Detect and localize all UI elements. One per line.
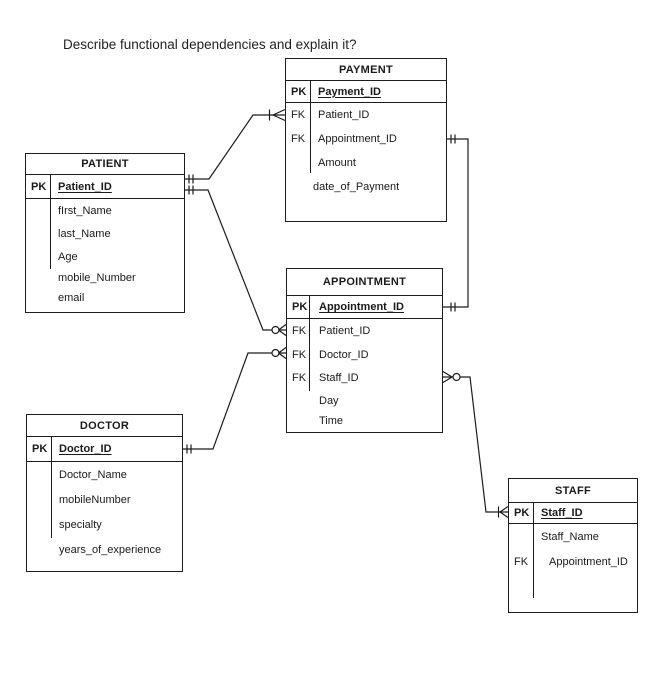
table-title: PATIENT xyxy=(26,154,184,175)
table-title: DOCTOR xyxy=(27,415,182,437)
fk-label: FK xyxy=(514,556,529,568)
field-name: Staff_ID xyxy=(319,372,359,384)
field-name: email xyxy=(58,292,85,304)
field-row: Doctor_Name xyxy=(27,462,182,487)
entity-table-appointment[interactable]: APPOINTMENT PK Appointment_ID FK Patient… xyxy=(286,268,443,433)
field-row: specialty xyxy=(27,512,182,537)
field-name: Amount xyxy=(318,157,356,169)
field-name: date_of_Payment xyxy=(313,181,400,193)
one-and-only-one-marker xyxy=(450,302,456,312)
pk-field-name: Payment_ID xyxy=(318,85,381,98)
field-row: FK Patient_ID xyxy=(287,319,442,343)
pk-row: PK Staff_ID xyxy=(509,503,637,524)
field-name: Doctor_ID xyxy=(319,348,369,361)
field-row: FK Doctor_ID xyxy=(287,343,442,366)
entity-table-staff[interactable]: STAFF PK Staff_ID Staff_Name FK Appointm… xyxy=(508,478,638,613)
field-row: fIrst_Name xyxy=(26,199,184,222)
one-and-only-one-marker xyxy=(188,174,194,184)
fk-label: FK xyxy=(292,325,307,337)
pk-row: PK Appointment_ID xyxy=(287,296,442,319)
pk-column-divider xyxy=(533,503,534,598)
entity-table-patient[interactable]: PATIENT PK Patient_ID fIrst_Name last_Na… xyxy=(25,153,185,313)
connector-patient-payment xyxy=(185,108,286,184)
field-name: Appointment_ID xyxy=(318,133,397,145)
pk-column-divider xyxy=(51,437,52,538)
field-row: Time xyxy=(287,412,442,430)
field-row: years_of_experience xyxy=(27,537,182,562)
zero-circle-marker xyxy=(271,325,280,335)
one-and-only-one-marker xyxy=(450,134,456,144)
connector-patient-appointment xyxy=(185,185,287,336)
field-row: mobile_Number xyxy=(26,268,184,288)
field-row: FK Patient_ID xyxy=(286,103,446,127)
crow-foot-marker xyxy=(278,324,287,336)
zero-circle-marker xyxy=(271,348,280,358)
field-name: Appointment_ID xyxy=(549,556,628,568)
field-row: Day xyxy=(287,390,442,412)
fk-label: FK xyxy=(292,372,307,384)
field-name: last_Name xyxy=(58,227,111,240)
field-name: Staff_Name xyxy=(541,531,599,543)
crow-foot-marker xyxy=(278,347,287,359)
crow-foot-marker xyxy=(442,370,453,384)
field-name: Age xyxy=(58,250,78,263)
entity-table-doctor[interactable]: DOCTOR PK Doctor_ID Doctor_Name mobileNu… xyxy=(26,414,183,572)
pk-label: PK xyxy=(31,180,47,193)
page-title: Describe functional dependencies and exp… xyxy=(63,37,357,52)
field-name: mobileNumber xyxy=(59,493,131,506)
field-name: Patient_ID xyxy=(318,109,370,121)
pk-row: PK Payment_ID xyxy=(286,81,446,103)
field-row: date_of_Payment xyxy=(286,175,446,199)
field-name: fIrst_Name xyxy=(58,204,112,217)
field-name: Day xyxy=(319,395,339,407)
field-row: FK Staff_ID xyxy=(287,366,442,390)
field-name: Time xyxy=(319,415,344,427)
connector-appointment-staff xyxy=(442,370,509,518)
crow-foot-marker xyxy=(272,108,286,122)
fk-label: FK xyxy=(291,109,306,121)
field-row: Staff_Name xyxy=(509,524,637,550)
pk-label: PK xyxy=(32,443,48,455)
field-row: email xyxy=(26,288,184,308)
pk-column-divider xyxy=(310,81,311,173)
field-name: mobile_Number xyxy=(58,272,136,284)
pk-column-divider xyxy=(309,296,310,391)
field-name: Doctor_Name xyxy=(59,468,127,481)
pk-field-name: Staff_ID xyxy=(541,507,583,519)
fk-label: FK xyxy=(292,348,307,361)
crow-foot-marker xyxy=(499,506,509,518)
field-row: last_Name xyxy=(26,222,184,245)
field-row: mobileNumber xyxy=(27,487,182,512)
table-title: STAFF xyxy=(509,479,637,503)
pk-row: PK Patient_ID xyxy=(26,175,184,199)
one-and-only-one-marker xyxy=(186,444,192,454)
table-title: APPOINTMENT xyxy=(287,269,442,296)
field-row: Amount xyxy=(286,151,446,175)
pk-field-name: Patient_ID xyxy=(58,180,112,193)
pk-label: PK xyxy=(514,507,530,519)
field-name: Patient_ID xyxy=(319,325,371,337)
field-row: Age xyxy=(26,245,184,268)
pk-column-divider xyxy=(50,175,51,269)
table-title: PAYMENT xyxy=(286,59,446,81)
field-name: years_of_experience xyxy=(59,543,162,556)
fk-label: FK xyxy=(291,133,306,145)
pk-field-name: Appointment_ID xyxy=(319,301,404,313)
pk-label: PK xyxy=(292,301,308,313)
pk-label: PK xyxy=(291,85,307,98)
entity-table-payment[interactable]: PAYMENT PK Payment_ID FK Patient_ID FK A… xyxy=(285,58,447,222)
one-and-only-one-marker xyxy=(188,185,194,195)
pk-field-name: Doctor_ID xyxy=(59,443,112,455)
field-row: FK Appointment_ID xyxy=(509,550,637,574)
field-name: specialty xyxy=(59,518,102,531)
connector-doctor-appointment xyxy=(183,347,287,454)
field-row: FK Appointment_ID xyxy=(286,127,446,151)
zero-circle-marker xyxy=(452,372,461,382)
pk-row: PK Doctor_ID xyxy=(27,437,182,462)
connector-payment-appointment xyxy=(443,134,469,312)
